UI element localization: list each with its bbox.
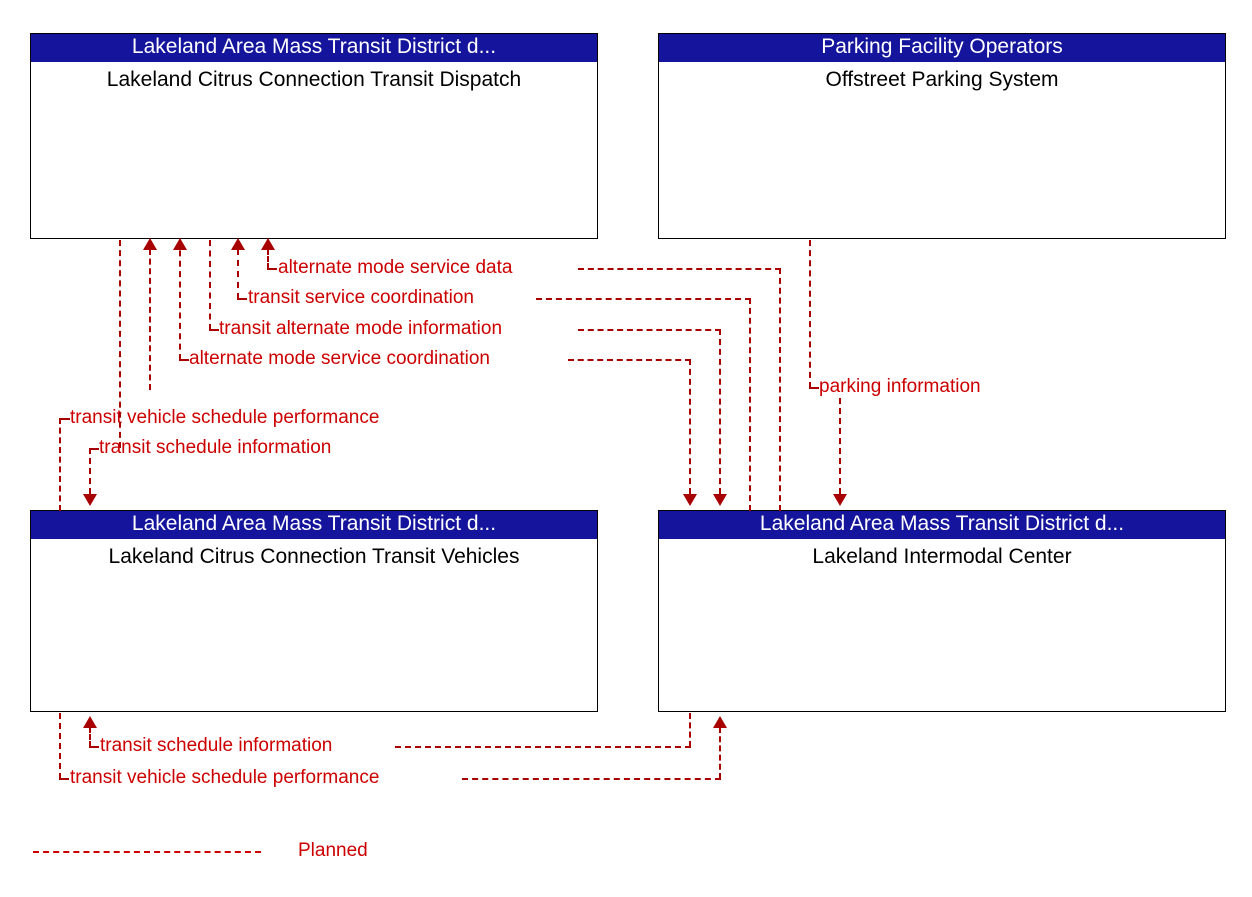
flow-arrowhead <box>713 716 727 728</box>
flow-segment <box>237 249 239 299</box>
flow-segment <box>578 329 721 331</box>
node-stakeholder-label: Parking Facility Operators <box>659 34 1225 62</box>
flow-segment <box>209 240 211 330</box>
flow-segment <box>719 329 721 494</box>
flow-label: transit schedule information <box>99 437 332 458</box>
flow-segment <box>149 249 151 390</box>
flow-label: transit vehicle schedule performance <box>70 407 380 428</box>
flow-label: transit service coordination <box>248 287 474 308</box>
flow-elbow <box>267 268 277 270</box>
flow-arrowhead <box>713 494 727 506</box>
flow-segment <box>179 240 181 360</box>
node-name-label: Lakeland Citrus Connection Transit Vehic… <box>108 545 520 568</box>
flow-segment <box>89 727 91 747</box>
node-transit-dispatch[interactable]: Lakeland Area Mass Transit District d...… <box>30 33 598 239</box>
flow-arrowhead <box>683 494 697 506</box>
flow-segment <box>267 249 269 269</box>
flow-segment <box>749 298 751 511</box>
flow-arrowhead <box>231 238 245 250</box>
node-transit-vehicles[interactable]: Lakeland Area Mass Transit District d...… <box>30 510 598 712</box>
legend-line-planned <box>33 851 261 853</box>
node-stakeholder-label: Lakeland Area Mass Transit District d... <box>31 34 597 62</box>
flow-elbow <box>59 778 69 780</box>
flow-elbow <box>179 359 189 361</box>
flow-segment <box>89 448 91 494</box>
flow-segment <box>839 398 841 494</box>
flow-arrowhead <box>83 494 97 506</box>
flow-elbow <box>89 746 99 748</box>
flow-label: transit schedule information <box>100 735 333 756</box>
flow-label: parking information <box>819 376 981 397</box>
flow-segment <box>568 359 691 361</box>
flow-segment <box>689 713 691 747</box>
flow-segment <box>462 778 721 780</box>
node-offstreet-parking[interactable]: Parking Facility Operators Offstreet Par… <box>658 33 1226 239</box>
flow-label: transit alternate mode information <box>219 318 503 339</box>
node-stakeholder-label: Lakeland Area Mass Transit District d... <box>31 511 597 539</box>
flow-segment <box>395 746 691 748</box>
flow-elbow <box>237 298 247 300</box>
flow-segment <box>779 268 781 511</box>
node-stakeholder-label: Lakeland Area Mass Transit District d... <box>659 511 1225 539</box>
flow-label: alternate mode service coordination <box>189 348 491 369</box>
node-name-label: Lakeland Citrus Connection Transit Dispa… <box>106 68 522 91</box>
flow-segment <box>578 268 781 270</box>
flow-elbow <box>209 329 219 331</box>
flow-elbow <box>809 387 819 389</box>
legend-label-planned: Planned <box>298 840 368 861</box>
flow-arrowhead <box>83 716 97 728</box>
node-name-label: Offstreet Parking System <box>825 68 1059 91</box>
flow-label: transit vehicle schedule performance <box>70 767 380 788</box>
flow-segment <box>59 713 61 779</box>
flow-segment <box>536 298 751 300</box>
flow-segment <box>809 240 811 388</box>
flow-segment <box>119 240 121 448</box>
node-intermodal-center[interactable]: Lakeland Area Mass Transit District d...… <box>658 510 1226 712</box>
flow-segment <box>59 418 61 511</box>
flow-elbow <box>89 448 99 450</box>
flow-arrowhead <box>143 238 157 250</box>
flow-arrowhead <box>261 238 275 250</box>
node-name-label: Lakeland Intermodal Center <box>812 545 1072 568</box>
flow-arrowhead <box>173 238 187 250</box>
flow-elbow <box>60 418 70 420</box>
flow-arrowhead <box>833 494 847 506</box>
flow-segment <box>719 727 721 779</box>
flow-label: alternate mode service data <box>278 257 513 278</box>
flow-segment <box>689 359 691 494</box>
